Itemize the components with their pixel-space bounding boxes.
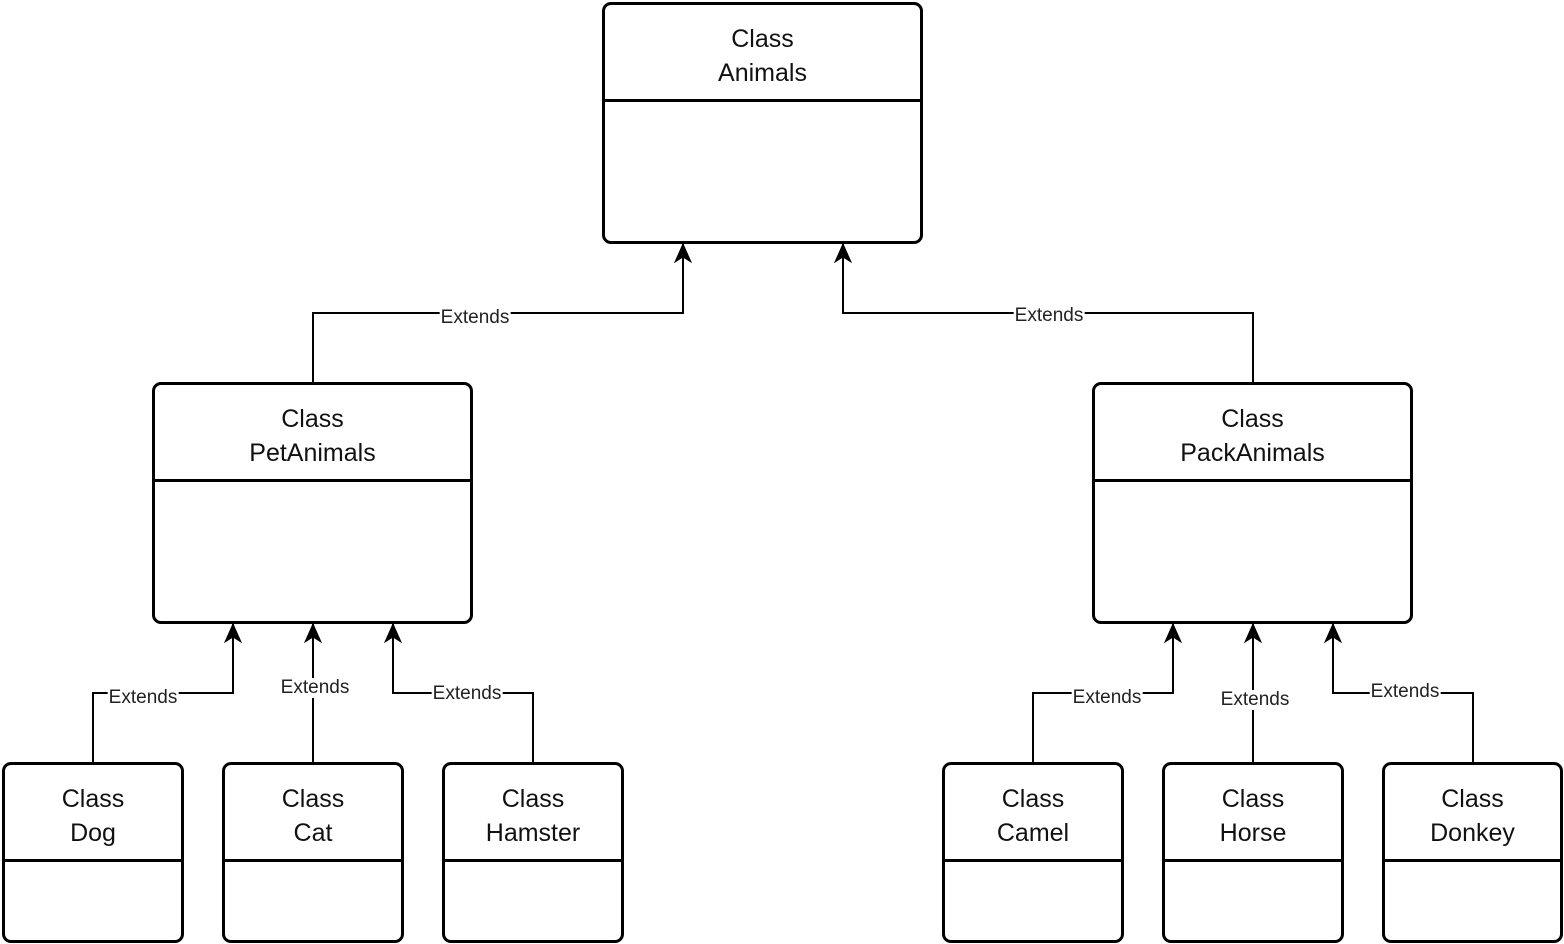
class-header-donkey: Class Donkey bbox=[1385, 765, 1560, 862]
class-header-cat: Class Cat bbox=[225, 765, 401, 862]
class-keyword: Class bbox=[1221, 785, 1285, 813]
class-keyword: Class bbox=[281, 785, 345, 813]
class-keyword: Class bbox=[1441, 785, 1504, 813]
class-box-petanimals[interactable]: Class PetAnimals bbox=[152, 382, 473, 624]
edge-label-petanimals-animals: Extends bbox=[439, 307, 511, 328]
edge-label-packanimals-animals: Extends bbox=[1013, 305, 1085, 326]
class-box-camel[interactable]: Class Camel bbox=[942, 762, 1124, 943]
class-header-dog: Class Dog bbox=[5, 765, 181, 862]
class-body-dog bbox=[5, 865, 181, 940]
class-name: Hamster bbox=[485, 819, 581, 847]
class-body-packanimals bbox=[1095, 485, 1410, 621]
class-name: Camel bbox=[996, 819, 1070, 847]
class-name: PetAnimals bbox=[249, 439, 376, 467]
class-header-hamster: Class Hamster bbox=[445, 765, 621, 862]
class-header-camel: Class Camel bbox=[945, 765, 1121, 862]
class-body-camel bbox=[945, 865, 1121, 940]
class-header-packanimals: Class PackAnimals bbox=[1095, 385, 1410, 482]
class-name: Horse bbox=[1219, 819, 1287, 847]
class-keyword: Class bbox=[1221, 405, 1284, 433]
class-keyword: Class bbox=[61, 785, 125, 813]
class-keyword: Class bbox=[1001, 785, 1065, 813]
class-keyword: Class bbox=[281, 405, 344, 433]
class-box-cat[interactable]: Class Cat bbox=[222, 762, 404, 943]
class-body-animals bbox=[605, 105, 920, 241]
edge-label-hamster-petanimals: Extends bbox=[431, 683, 503, 704]
class-name: PackAnimals bbox=[1180, 439, 1325, 467]
edge-label-donkey-packanimals: Extends bbox=[1369, 681, 1441, 702]
class-keyword: Class bbox=[501, 785, 565, 813]
edge-label-cat-petanimals: Extends bbox=[279, 677, 351, 698]
edge-label-dog-petanimals: Extends bbox=[107, 687, 179, 708]
class-header-horse: Class Horse bbox=[1165, 765, 1341, 862]
class-box-horse[interactable]: Class Horse bbox=[1162, 762, 1344, 943]
class-name: Donkey bbox=[1430, 819, 1515, 847]
class-body-petanimals bbox=[155, 485, 470, 621]
class-body-horse bbox=[1165, 865, 1341, 940]
edge-label-horse-packanimals: Extends bbox=[1219, 689, 1291, 710]
class-box-dog[interactable]: Class Dog bbox=[2, 762, 184, 943]
class-box-donkey[interactable]: Class Donkey bbox=[1382, 762, 1563, 943]
class-name: Animals bbox=[718, 59, 807, 87]
class-name: Dog bbox=[70, 819, 116, 847]
class-body-hamster bbox=[445, 865, 621, 940]
class-header-animals: Class Animals bbox=[605, 5, 920, 102]
class-body-donkey bbox=[1385, 865, 1560, 940]
class-name: Cat bbox=[293, 819, 333, 847]
class-header-petanimals: Class PetAnimals bbox=[155, 385, 470, 482]
class-keyword: Class bbox=[731, 25, 794, 53]
class-box-packanimals[interactable]: Class PackAnimals bbox=[1092, 382, 1413, 624]
class-box-hamster[interactable]: Class Hamster bbox=[442, 762, 624, 943]
edge-label-camel-packanimals: Extends bbox=[1071, 687, 1143, 708]
class-body-cat bbox=[225, 865, 401, 940]
class-box-animals[interactable]: Class Animals bbox=[602, 2, 923, 244]
